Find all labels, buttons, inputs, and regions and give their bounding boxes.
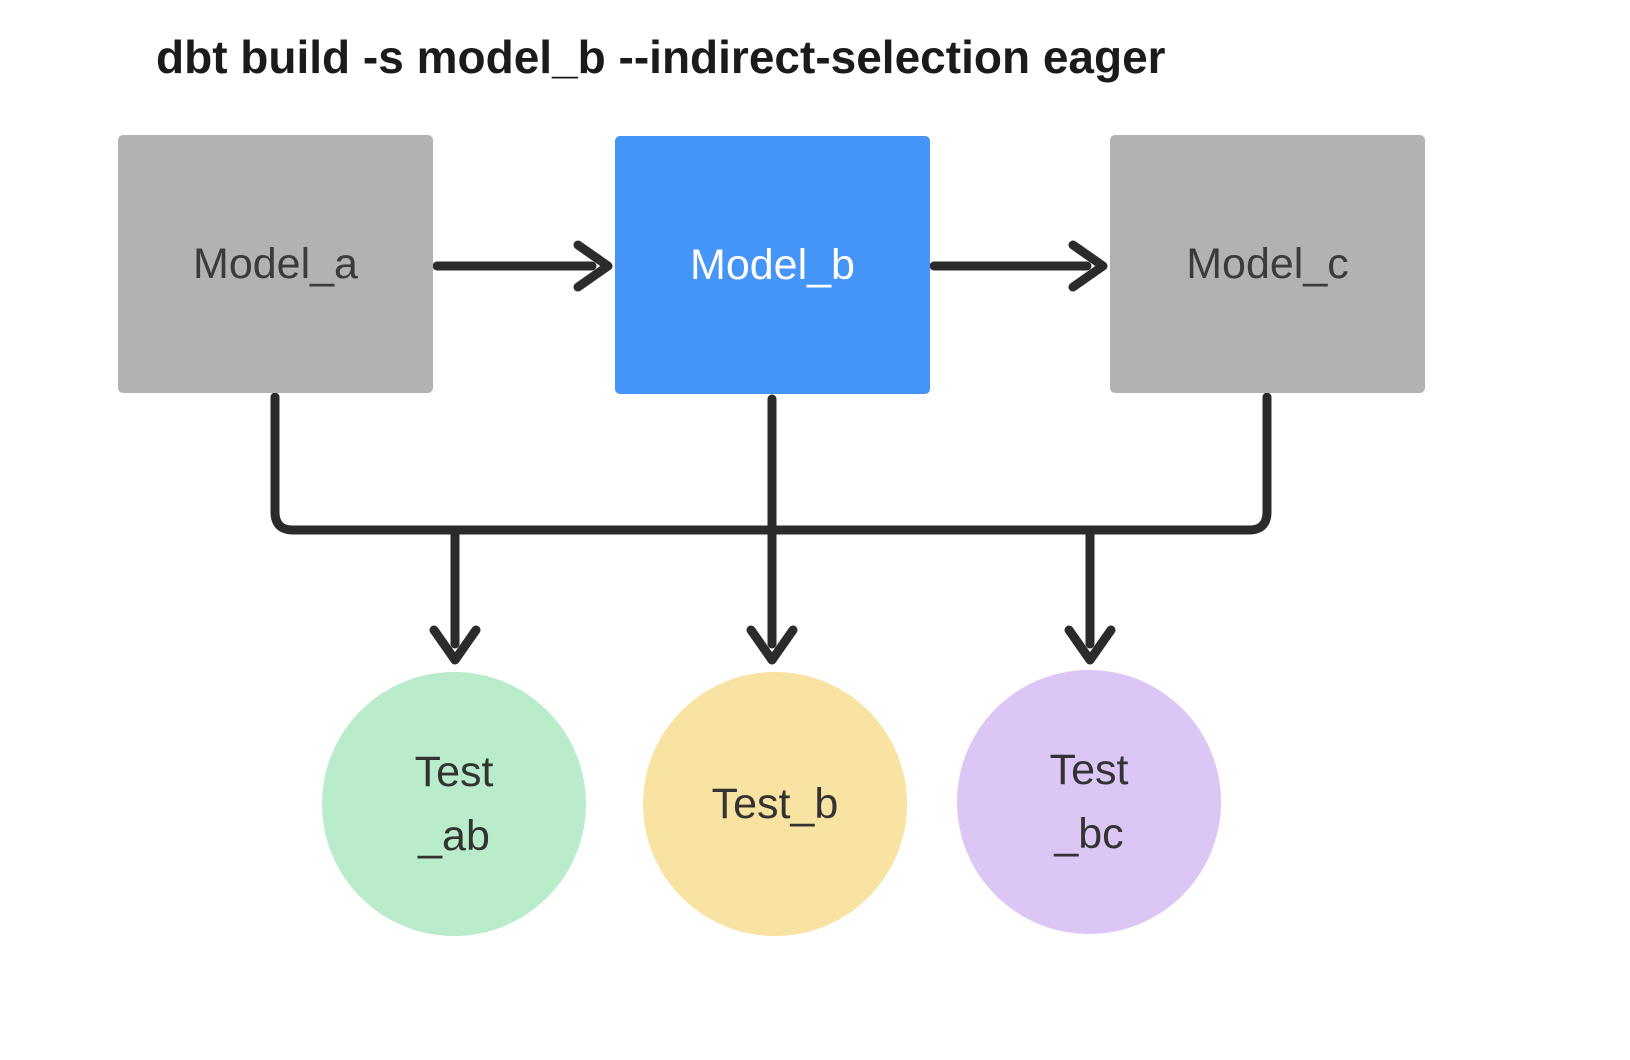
model-c-label: Model_c bbox=[1186, 239, 1349, 288]
test-b-label-line1: Test_b bbox=[711, 779, 839, 828]
arrowhead-test-b bbox=[746, 625, 798, 665]
arrowhead-model-c bbox=[1068, 240, 1108, 292]
test-ab-label-line2: _ab bbox=[418, 812, 490, 860]
model-a-label: Model_a bbox=[193, 239, 358, 288]
test-b-node: Test_b bbox=[643, 672, 907, 936]
model-a-node: Model_a bbox=[118, 135, 433, 393]
arrowhead-model-b bbox=[573, 240, 613, 292]
test-bc-node: Test _bc bbox=[957, 670, 1221, 934]
test-ab-label-line1: Test bbox=[414, 747, 494, 796]
model-c-node: Model_c bbox=[1110, 135, 1425, 393]
arrowhead-test-ab bbox=[429, 625, 481, 665]
model-b-label: Model_b bbox=[690, 240, 855, 289]
command-title: dbt build -s model_b --indirect-selectio… bbox=[156, 31, 1166, 83]
test-ab-node: Test _ab bbox=[322, 672, 586, 936]
model-b-node: Model_b bbox=[615, 136, 930, 394]
test-bc-label-line1: Test bbox=[1049, 745, 1129, 794]
test-bc-label-line2: _bc bbox=[1054, 810, 1124, 858]
edge-bus-rail bbox=[270, 392, 1272, 535]
arrowhead-test-bc bbox=[1064, 625, 1116, 665]
